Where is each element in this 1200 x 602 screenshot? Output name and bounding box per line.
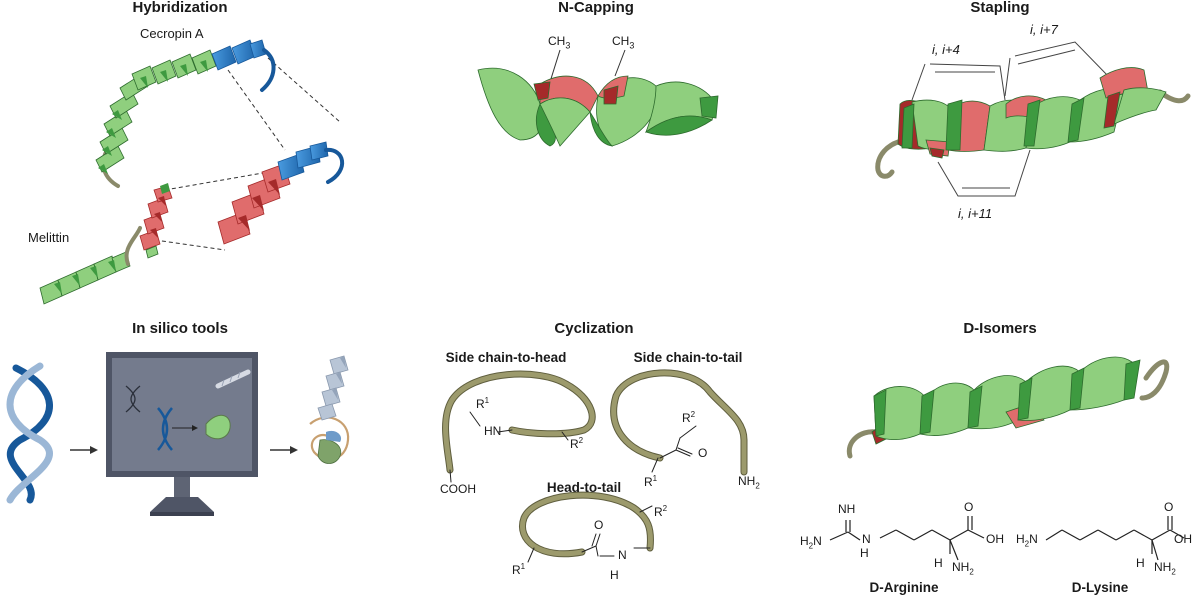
- cyc-r1-b-sup: 1: [652, 474, 658, 483]
- methyl-1-sub: 3: [565, 40, 571, 51]
- ncap-methyl-bonds: [549, 49, 626, 83]
- lys-o: O: [1164, 500, 1174, 514]
- cyc-o-b: O: [698, 446, 708, 460]
- cyc-side-head: Side chain-to-head: [445, 350, 567, 365]
- lys-h-alpha: H: [1136, 556, 1145, 570]
- methyl-label-1: CH3: [548, 34, 570, 50]
- title-insilico: In silico tools: [132, 320, 228, 337]
- lys-oh: OH: [1174, 532, 1192, 546]
- cyc-r2-b: R2: [682, 410, 695, 425]
- arg-h2n-n: N: [813, 534, 822, 548]
- arg-nh: NH: [838, 502, 856, 516]
- staple-label-i4: i, i+4: [932, 42, 960, 57]
- label-d-arginine: D-Arginine: [870, 580, 939, 595]
- arg-suffix: -Arginine: [879, 580, 939, 595]
- title-hybridization: Hybridization: [132, 0, 228, 16]
- cyc-r2-b-sup: 2: [690, 410, 696, 419]
- arg-nh2: NH2: [952, 560, 974, 576]
- lys-nh2-text: NH: [1154, 560, 1172, 574]
- cyc-r1-c-text: R: [512, 563, 521, 577]
- lys-suffix: -Lysine: [1081, 580, 1129, 595]
- lys-h2n: H2N: [1016, 532, 1038, 548]
- methyl-2-text: CH: [612, 34, 630, 48]
- cecropin-helix: [95, 39, 276, 188]
- cyc-r2-a-text: R: [570, 437, 579, 451]
- hybridization-illustration: [39, 39, 345, 305]
- disomers-title-prefix: D: [963, 320, 975, 337]
- arg-o: O: [964, 500, 974, 514]
- insilico-illustration: [6, 352, 350, 516]
- monitor-icon: [106, 352, 258, 516]
- lys-h2n-n: N: [1029, 532, 1038, 546]
- cyc-r2-b-text: R: [682, 411, 691, 425]
- arg-h2n-sub: 2: [808, 541, 814, 551]
- title-stapling: Stapling: [970, 0, 1030, 16]
- arg-h2n-h: H: [800, 534, 809, 548]
- cyc-nh2-b-sub: 2: [755, 481, 760, 491]
- cyc-r2-c-text: R: [654, 505, 663, 519]
- methyl-2-sub: 3: [629, 40, 635, 51]
- title-ncapping: N-Capping: [558, 0, 634, 16]
- arginine-structure: [829, 516, 985, 561]
- lys-prefix: D: [1071, 580, 1082, 595]
- lys-nh2-sub: 2: [1171, 567, 1176, 577]
- cyc-r1-c: R1: [512, 562, 525, 577]
- arg-nh2-text: NH: [952, 560, 970, 574]
- cyc-h-c: H: [610, 568, 619, 582]
- disomers-title-suffix: -Isomers: [974, 320, 1037, 337]
- arg-prefix: D: [869, 580, 880, 595]
- cyc-cooh: COOH: [440, 482, 476, 496]
- title-cyclization: Cyclization: [554, 320, 634, 337]
- hybrid-helix: [217, 141, 345, 245]
- cyc-r1-b-text: R: [644, 475, 653, 489]
- cyc-r2-a-sup: 2: [578, 436, 584, 445]
- cyc-r2-a: R2: [570, 436, 583, 451]
- arg-oh: OH: [986, 532, 1004, 546]
- lys-h2n-h: H: [1016, 532, 1025, 546]
- cyc-nh2-b: NH2: [738, 474, 760, 490]
- cyc-head-tail: Head-to-tail: [546, 480, 622, 495]
- arg-n: N: [862, 532, 871, 546]
- cyc-side-tail: Side chain-to-tail: [633, 350, 743, 365]
- cyc-nh2-b-text: NH: [738, 474, 756, 488]
- cyc-r2-c-sup: 2: [662, 504, 668, 513]
- hybrid-guide-lines: [154, 57, 341, 251]
- cyc-r1-b: R1: [644, 474, 657, 489]
- staple-label-i7: i, i+7: [1030, 22, 1058, 37]
- lysine-structure: [1045, 516, 1185, 561]
- methyl-1-text: CH: [548, 34, 566, 48]
- staple-label-i11: i, i+11: [958, 206, 993, 221]
- lys-h2n-sub: 2: [1024, 539, 1030, 549]
- arg-h2n: H2N: [800, 534, 822, 550]
- cyc-hn: HN: [484, 424, 502, 438]
- arg-nh2-sub: 2: [969, 567, 974, 577]
- staple-bonds: [911, 41, 1111, 197]
- cyclization-illustration: [442, 369, 748, 563]
- arg-h-alpha: H: [934, 556, 943, 570]
- label-cecropin: Cecropin A: [140, 26, 204, 41]
- label-d-lysine: D-Lysine: [1072, 580, 1129, 595]
- cyc-r1-a: R1: [476, 396, 489, 411]
- stapling-illustration: [875, 41, 1191, 197]
- disomers-illustration: [829, 356, 1185, 561]
- cyc-r1-a-sup: 1: [484, 396, 490, 405]
- output-helix-icon: [309, 355, 350, 464]
- cyc-r1-a-text: R: [476, 397, 485, 411]
- cyc-r2-c: R2: [654, 504, 667, 519]
- cyc-r1-c-sup: 1: [520, 562, 526, 571]
- title-disomers: D-Isomers: [963, 320, 1036, 337]
- cyc-o-c: O: [594, 518, 604, 532]
- arg-h: H: [860, 546, 869, 560]
- cyc-n-c: N: [618, 548, 627, 562]
- lys-nh2: NH2: [1154, 560, 1176, 576]
- ncapping-illustration: [477, 49, 719, 147]
- melittin-helix: [39, 183, 173, 305]
- methyl-label-2: CH3: [612, 34, 634, 50]
- label-melittin: Melittin: [28, 230, 70, 245]
- dna-icon: [6, 362, 53, 504]
